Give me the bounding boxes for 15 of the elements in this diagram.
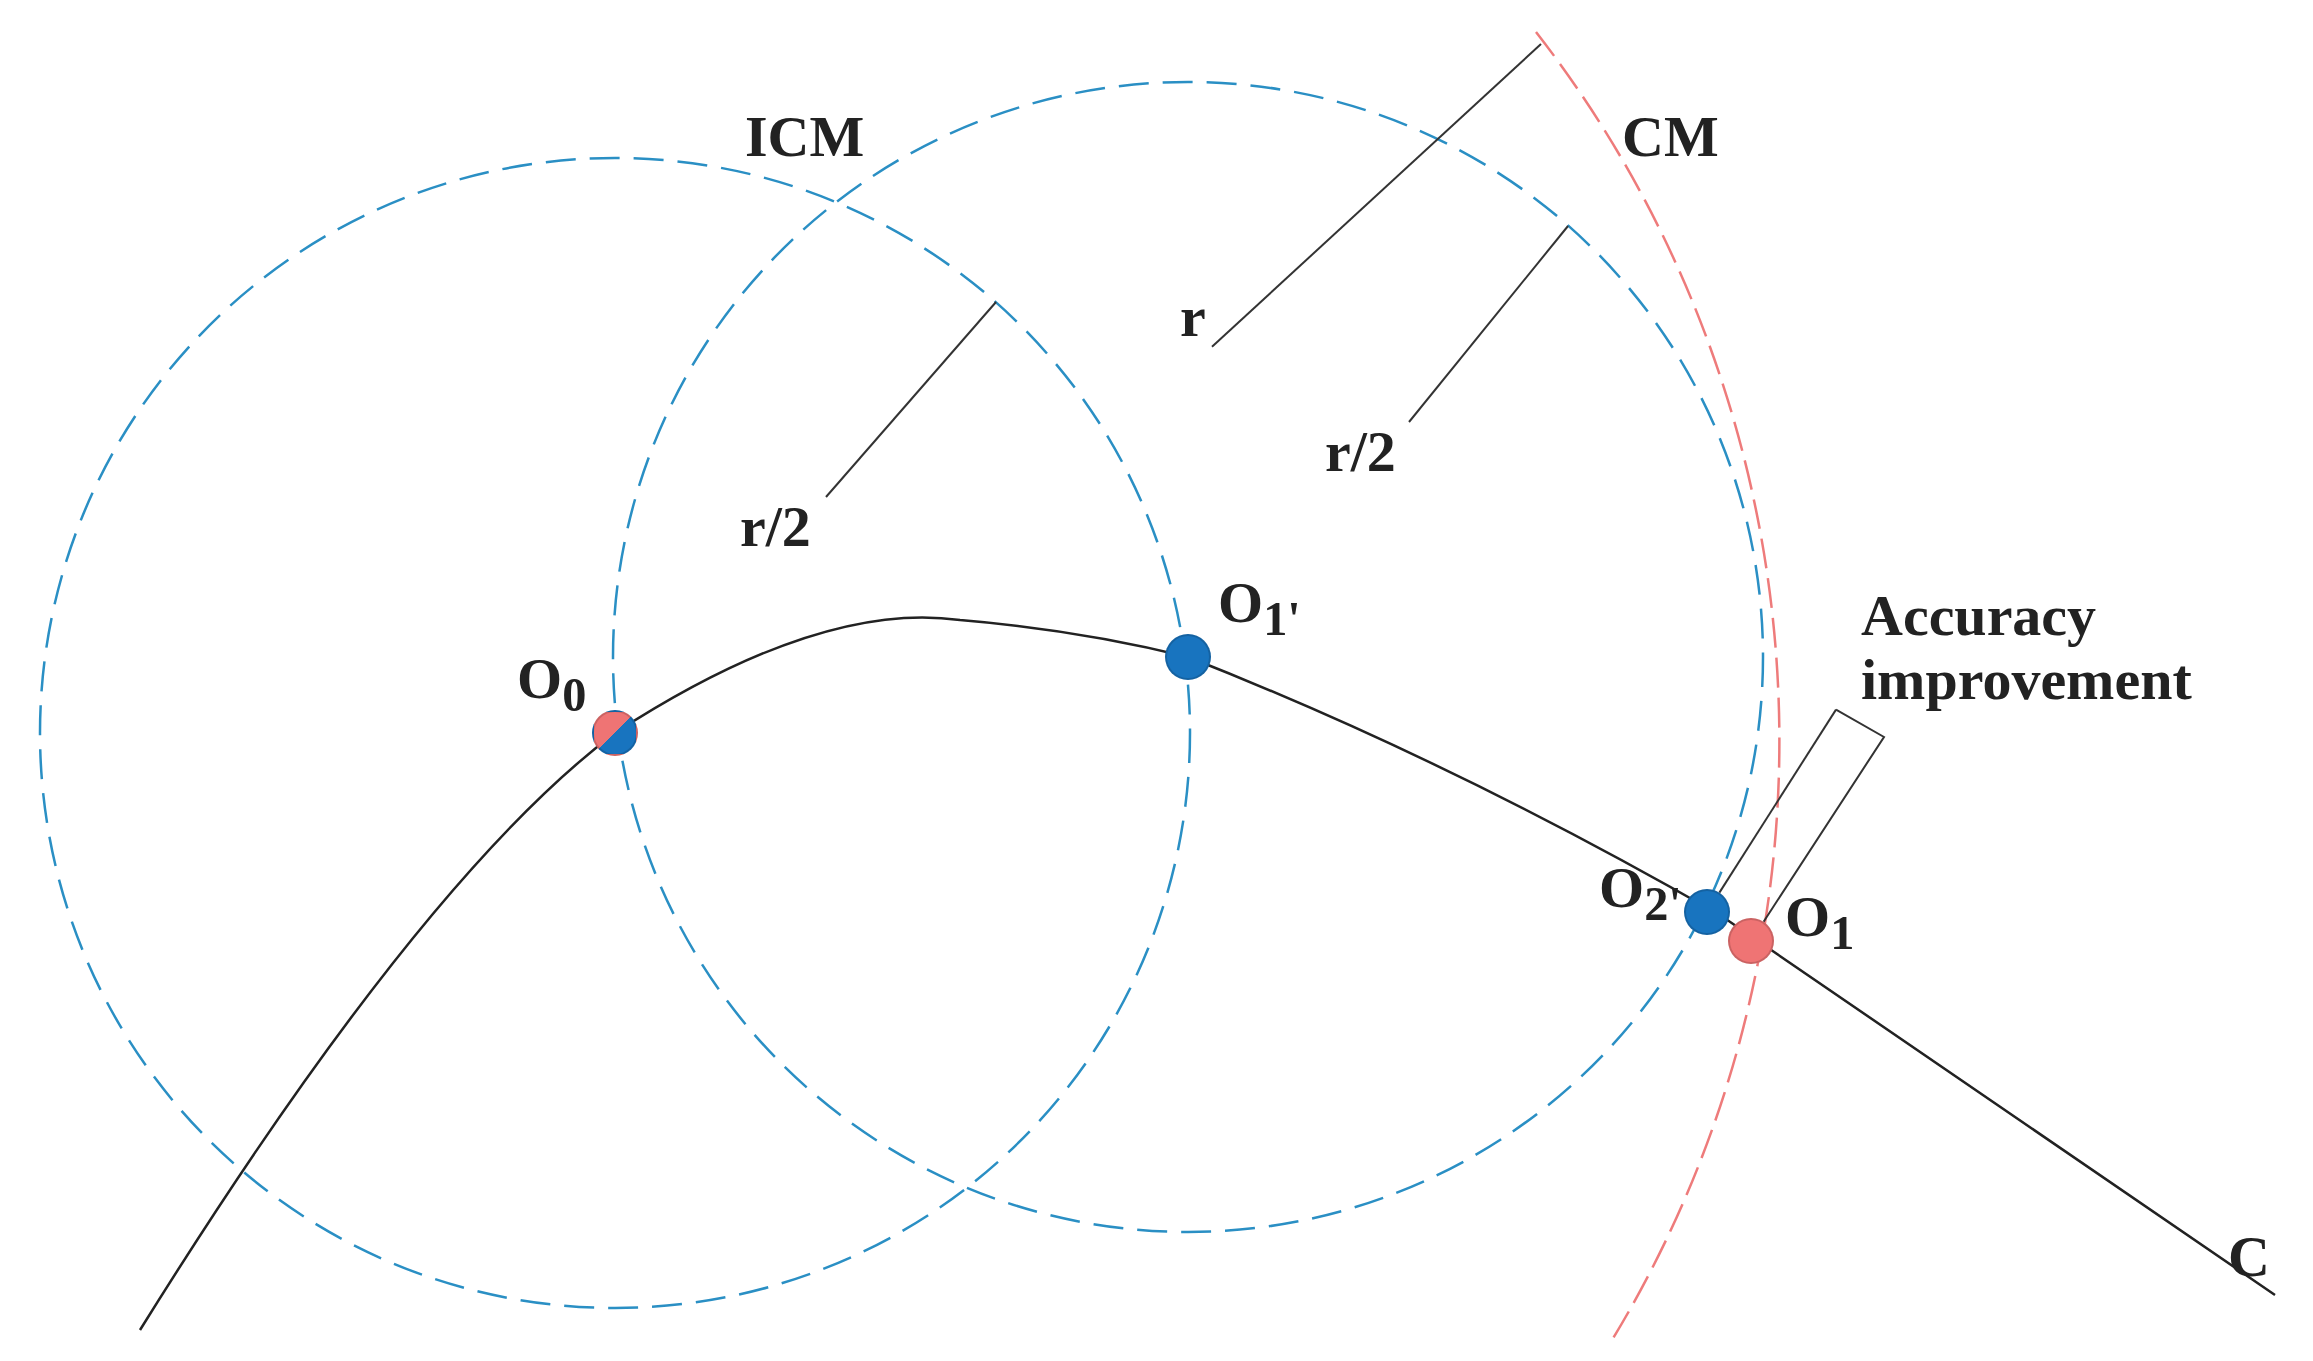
annotation-text: Accuracy improvement [1861,584,2281,712]
point-label: O$_{1}$ [1785,885,1855,959]
circle-label: CM [1622,105,1719,169]
circle-label: ICM [745,105,865,169]
leader-line [1718,708,1837,894]
point-label: O$_{1'}$ [1218,571,1301,645]
dimension-label: r [1180,285,1206,349]
leader-line [1211,43,1542,348]
leader-line [825,301,997,498]
dimension-label: r/2 [740,495,811,559]
leader-line [1408,225,1569,423]
dimension-label: r/2 [1325,420,1396,484]
point-label: O$_{0}$ [517,647,587,721]
leader-line [1762,708,1886,923]
point-label: O$_{2'}$ [1599,856,1682,930]
